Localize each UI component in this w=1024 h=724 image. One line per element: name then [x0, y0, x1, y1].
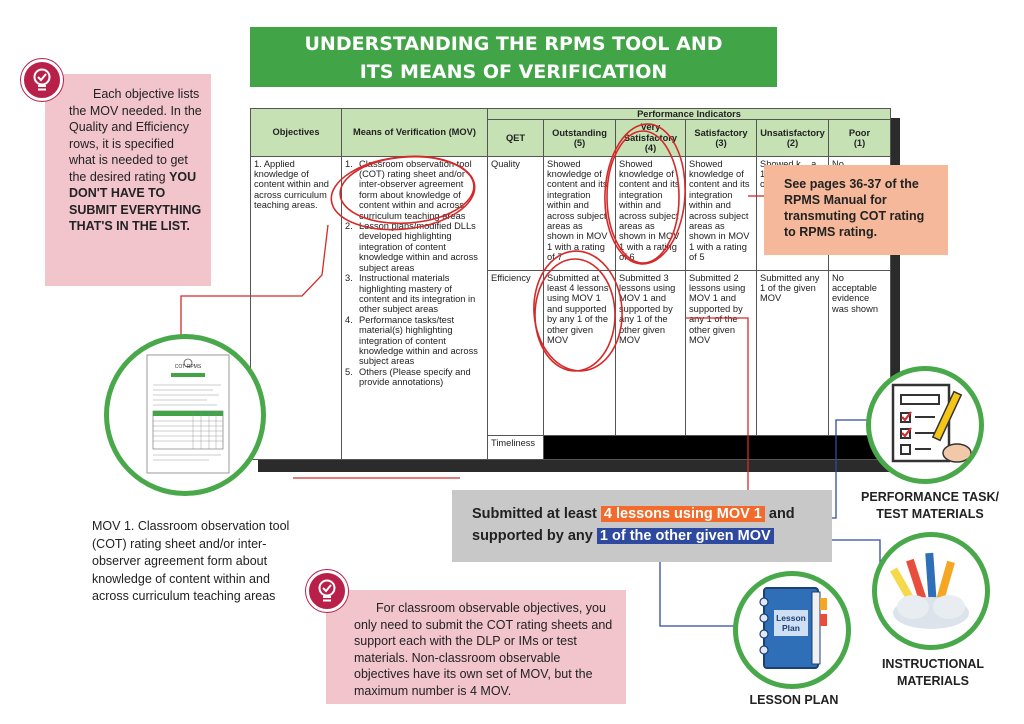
quality-label: Quality: [487, 155, 544, 271]
efficiency-outstanding: Submitted at least 4 lessons using MOV 1…: [543, 269, 616, 436]
red-circle-very-satisfactory: [604, 123, 686, 265]
performance-task-label: PERFORMANCE TASK/ TEST MATERIALS: [861, 490, 999, 521]
timeliness-blacked-out: [542, 434, 892, 460]
performance-task-circle: [866, 366, 984, 484]
header-objectives: Objectives: [250, 108, 342, 157]
lightbulb-icon: [306, 570, 348, 612]
red-connector-lines: [180, 195, 764, 490]
lesson-plan-circle: Lesson Plan: [733, 571, 851, 689]
tip-box-classroom-observable: For classroom observable objectives, you…: [326, 590, 626, 704]
efficiency-statement: Submitted at least 4 lessons using MOV 1…: [452, 490, 832, 562]
statement-highlight-other-mov: 1 of the other given MOV: [596, 528, 774, 544]
instructional-materials-circle: [872, 532, 990, 650]
statement-part-1: Submitted at least: [472, 506, 601, 522]
lightbulb-icon: [21, 59, 63, 101]
red-annotation-circles: [330, 123, 686, 372]
statement-highlight-mov1: 4 lessons using MOV 1: [600, 506, 765, 522]
svg-text:Lesson: Lesson: [776, 613, 806, 623]
mov-item: 4.Performance tasks/test material(s) hig…: [345, 314, 478, 367]
title-line-1: UNDERSTANDING THE RPMS TOOL AND: [304, 33, 723, 55]
lesson-plan-label: LESSON PLAN: [749, 693, 839, 707]
header-poor: Poor(1): [827, 119, 892, 157]
cot-document-circle: COT-RPMS: [104, 334, 266, 496]
cot-rating-sheet-icon: COT-RPMS: [146, 354, 230, 474]
mov-item: 2.Lesson plans/modified DLLs developed h…: [345, 221, 478, 273]
tip-box-objectives: Each objective lists the MOV needed. In …: [45, 74, 211, 286]
quality-satisfactory: Showed knowledge of content and its inte…: [685, 155, 757, 271]
mov1-caption: MOV 1. Classroom observation tool (COT) …: [92, 519, 290, 604]
instructional-materials-label: INSTRUCTIONAL MATERIALS: [881, 657, 985, 688]
mov-item: 3.Instructional materials highlighting m…: [345, 273, 476, 315]
header-performance-indicators: Performance Indicators: [486, 107, 892, 121]
art-supplies-icon: [890, 552, 969, 629]
lesson-plan-book-icon: Lesson Plan: [759, 587, 827, 669]
header-unsatisfactory: Unsatisfactory(2): [756, 119, 829, 157]
cot-transmutation-note: See pages 36-37 of the RPMS Manual for t…: [764, 165, 948, 255]
statement-part-2: and supported by any: [472, 506, 795, 544]
svg-text:Plan: Plan: [782, 623, 800, 633]
header-satisfactory: Satisfactory(3): [685, 119, 757, 157]
tip2-text: For classroom observable objectives, you…: [354, 601, 613, 698]
svg-text:COT-RPMS: COT-RPMS: [175, 364, 202, 370]
mov-cell: 1.Classroom observation tool (COT) ratin…: [341, 155, 488, 460]
header-qet: QET: [487, 119, 544, 157]
header-outstanding: Outstanding(5): [543, 119, 616, 157]
mov-list: 1.Classroom observation tool (COT) ratin…: [345, 159, 484, 388]
efficiency-satisfactory: Submitted 2 lessons using MOV 1 and supp…: [685, 269, 757, 436]
quality-outstanding: Showed knowledge of content and its inte…: [543, 155, 616, 271]
title-line-2: ITS MEANS OF VERIFICATION: [359, 61, 668, 83]
tip1-text: Each objective lists the MOV needed. In …: [69, 87, 202, 184]
red-circle-efficiency: [533, 250, 623, 372]
test-paper-icon: [891, 383, 972, 463]
mov-item: 1.Classroom observation tool (COT) ratin…: [345, 158, 472, 221]
page-title: UNDERSTANDING THE RPMS TOOL AND ITS MEAN…: [250, 27, 777, 87]
efficiency-unsatisfactory: Submitted any 1 of the given MOV: [756, 269, 829, 436]
tip1-bold-text: YOU DON'T HAVE TO SUBMIT EVERYTHING THAT…: [69, 169, 202, 234]
mov-item: 5.Others (Please specify and provide ann…: [345, 366, 471, 388]
header-mov: Means of Verification (MOV): [341, 108, 488, 157]
